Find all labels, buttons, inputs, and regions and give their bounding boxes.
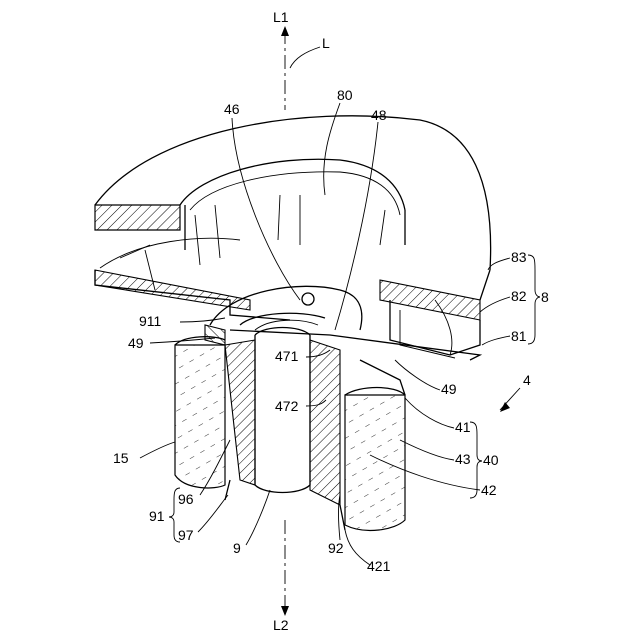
label-96: 96 xyxy=(178,491,194,507)
label-48: 48 xyxy=(371,107,387,123)
label-4: 4 xyxy=(523,372,531,388)
label-46: 46 xyxy=(224,101,240,117)
brace-8 xyxy=(528,255,540,344)
label-82: 82 xyxy=(511,288,527,304)
flange-plate xyxy=(95,238,490,360)
label-472: 472 xyxy=(275,398,299,414)
label-L: L xyxy=(322,35,330,51)
labels: L1 L L2 80 46 48 83 82 8 81 911 49 471 4… xyxy=(113,9,549,633)
label-8: 8 xyxy=(541,289,549,305)
sleeve-15-right xyxy=(345,360,405,530)
label-92: 92 xyxy=(328,540,344,556)
label-80: 80 xyxy=(337,87,353,103)
label-L1: L1 xyxy=(273,9,289,25)
label-471: 471 xyxy=(275,348,299,364)
label-97: 97 xyxy=(178,527,194,543)
cap-80 xyxy=(95,116,491,270)
label-49-right: 49 xyxy=(441,381,457,397)
label-L2: L2 xyxy=(273,617,289,633)
label-9: 9 xyxy=(233,540,241,556)
label-43: 43 xyxy=(455,451,471,467)
label-40: 40 xyxy=(483,452,499,468)
label-15: 15 xyxy=(113,450,129,466)
label-83: 83 xyxy=(511,249,527,265)
label-911: 911 xyxy=(139,313,162,329)
arrow-4 xyxy=(500,402,510,412)
label-41: 41 xyxy=(455,419,471,435)
label-42: 42 xyxy=(481,482,497,498)
label-91: 91 xyxy=(149,508,165,524)
label-421: 421 xyxy=(367,558,391,574)
label-81: 81 xyxy=(511,328,527,344)
housing-bore xyxy=(210,286,362,330)
label-49-left: 49 xyxy=(128,335,144,351)
